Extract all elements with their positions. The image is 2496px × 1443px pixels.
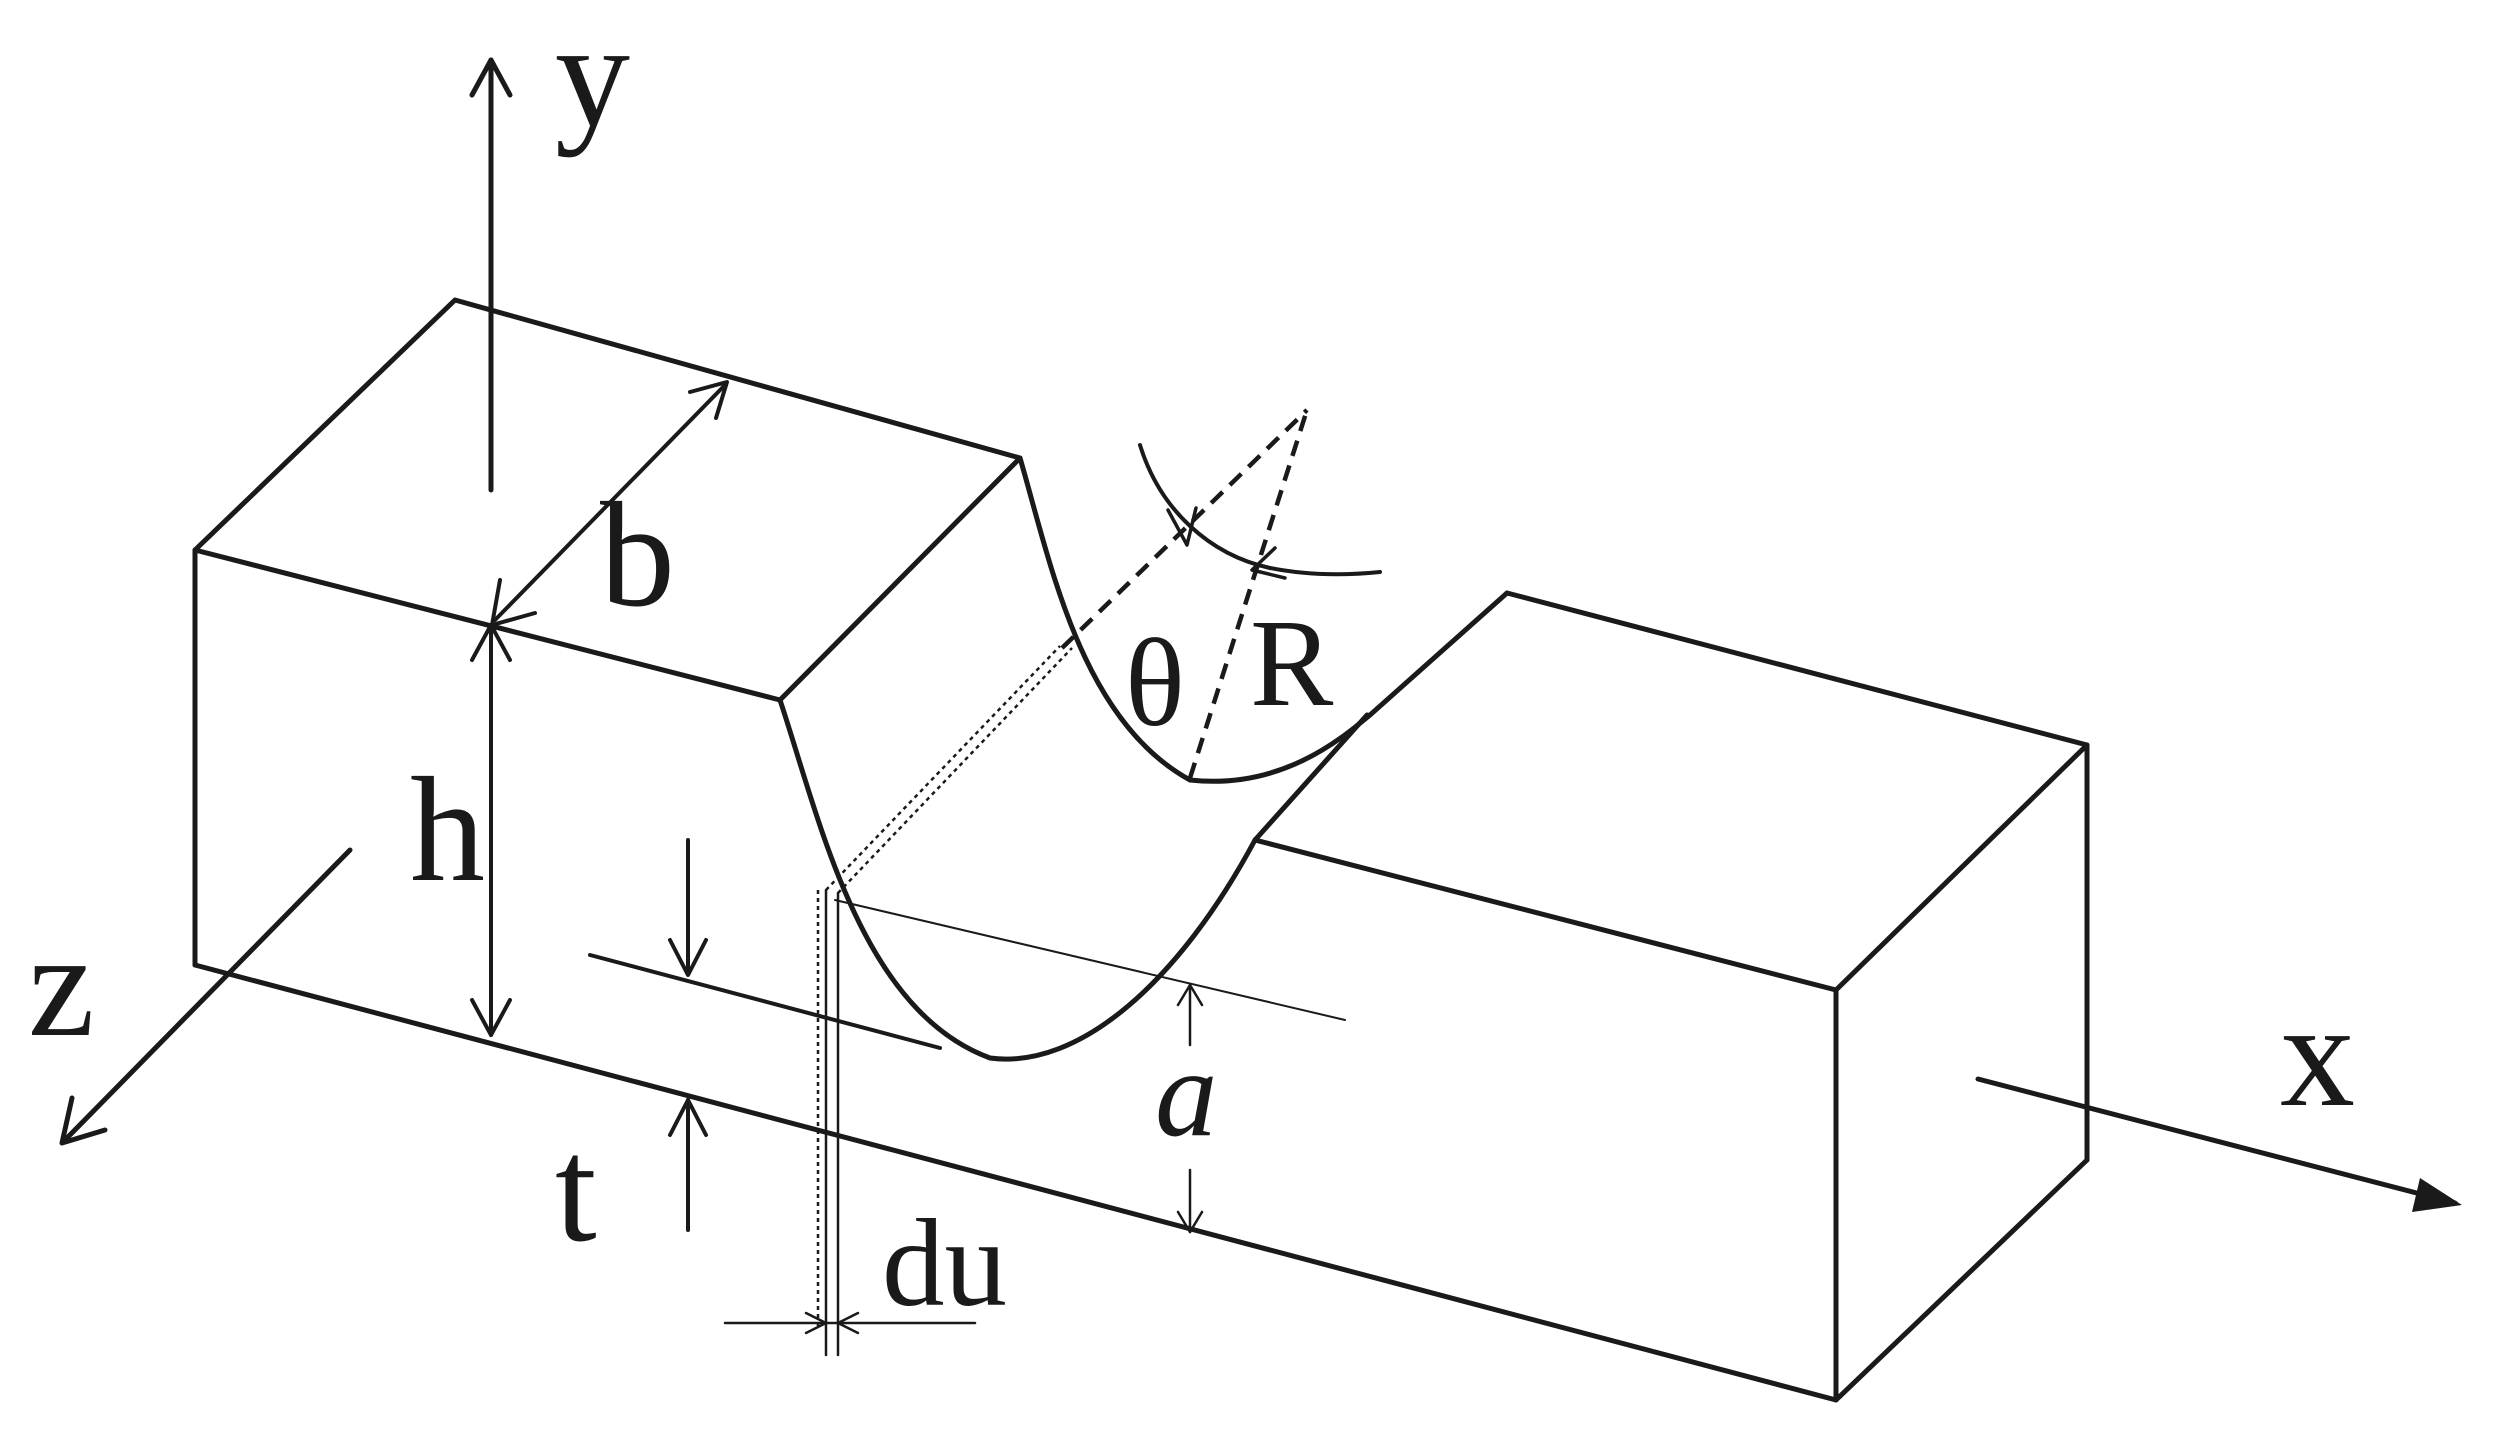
label-y: y [555,0,630,158]
label-theta: θ [1125,615,1185,753]
y-axis [469,57,513,493]
label-z: z [28,902,95,1068]
label-a: a [1155,1025,1218,1163]
label-du: du [882,1195,1007,1333]
label-t: t [555,1107,597,1273]
notch [777,455,1510,1062]
dimension-du [723,645,1073,1357]
labels: y b h z t a du θ R x [28,0,2355,1333]
label-h: h [410,747,485,913]
block-right [1252,590,2090,1403]
dimension-t [668,1098,708,1232]
dimension-a [588,838,1346,1234]
x-axis [1975,1076,2462,1212]
z-axis [59,847,353,1146]
bottom-edge [192,962,1839,1403]
radius-construction [1060,408,1382,779]
label-b: b [600,472,675,638]
dimension-h [470,623,512,1037]
label-r: R [1250,595,1334,733]
label-x: x [2280,972,2355,1138]
